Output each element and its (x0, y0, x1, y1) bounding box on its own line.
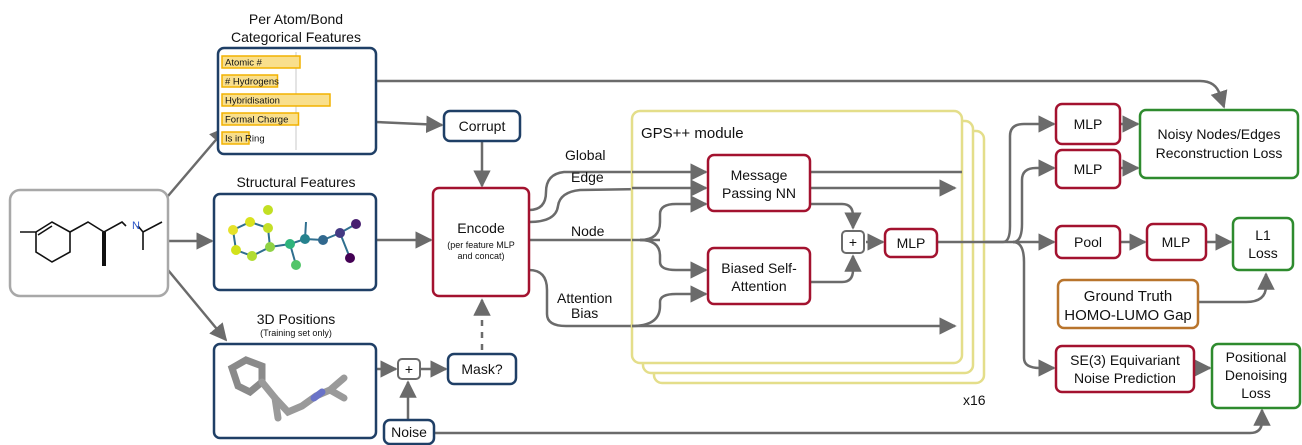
positional-loss-line3: Loss (1241, 385, 1271, 401)
feature-bar (221, 74, 279, 88)
molecule-skeleton (20, 221, 163, 266)
se3-line1: SE(3) Equivariant (1070, 352, 1180, 368)
feature-bar (221, 112, 300, 126)
biased-attention-line2: Attention (731, 278, 786, 294)
corrupt-label: Corrupt (459, 118, 506, 134)
structural-graph (228, 205, 361, 270)
positional-loss-line1: Positional (1226, 349, 1287, 365)
residual-add-symbol: + (849, 234, 857, 250)
nitrogen-label: N (132, 220, 140, 232)
feature-bar (221, 93, 331, 107)
feature-bar-label: Atomic # (225, 58, 263, 69)
add-noise-symbol: + (405, 361, 413, 377)
ground-truth-box (1056, 278, 1200, 330)
molecule-3d-render (227, 356, 348, 422)
edge-head-mlp-box (1054, 148, 1122, 190)
se3-line2: Noise Prediction (1074, 370, 1176, 386)
message-passing-line1: Message (731, 167, 788, 183)
graph-head-mlp-label: MLP (1162, 234, 1191, 250)
residual-add-op (841, 230, 865, 254)
positional-loss-box (1210, 342, 1302, 410)
categorical-title-line1: Per Atom/Bond (249, 11, 343, 27)
module-repeat: x16 (963, 392, 986, 408)
se3-box (1054, 344, 1196, 394)
feature-bar-label: Formal Charge (225, 115, 288, 126)
input-molecule: N (8, 188, 170, 298)
encode-sub2: and concat) (457, 251, 504, 261)
message-passing-line2: Passing NN (722, 185, 796, 201)
pool-box (1054, 224, 1122, 260)
noisy-loss-line2: Reconstruction Loss (1156, 145, 1283, 161)
feature-bar-label: Is in Ring (225, 134, 265, 145)
flow-label-edge: Edge (571, 169, 604, 185)
feature-bar (221, 131, 250, 145)
corrupt-box (442, 109, 522, 143)
feature-bar (221, 55, 301, 69)
noise-box (382, 418, 436, 445)
graph-head-mlp-box (1145, 222, 1208, 262)
module-connectors (631, 163, 1003, 335)
mask-box (446, 352, 518, 386)
module-mlp-box (883, 227, 939, 259)
message-passing-box (706, 153, 812, 213)
encode-box (431, 186, 531, 298)
module-title: GPS++ module (641, 125, 744, 142)
encode-sub1: (per feature MLP (447, 240, 515, 250)
ground-truth-line1: Ground Truth (1084, 288, 1172, 305)
molecule-frame (8, 188, 170, 298)
noisy-loss-line1: Noisy Nodes/Edges (1158, 126, 1281, 142)
module-mlp-label: MLP (897, 235, 926, 251)
feature-bar-label: # Hydrogens (225, 77, 279, 88)
positions-subtitle: (Training set only) (260, 328, 332, 338)
positional-loss-line2: Denoising (1225, 367, 1287, 383)
node-head-mlp-box (1054, 102, 1122, 146)
l1-loss-line2: Loss (1248, 245, 1278, 261)
pool-label: Pool (1074, 234, 1102, 250)
noisy-loss-box (1138, 108, 1300, 180)
flow-label-global: Global (565, 147, 605, 163)
edge-head-mlp-label: MLP (1074, 161, 1103, 177)
flow-label-node: Node (571, 223, 605, 239)
node-head-mlp-label: MLP (1074, 116, 1103, 132)
add-noise-op (397, 358, 421, 380)
flow-label-attention: Attention (557, 290, 612, 306)
mask-label: Mask? (461, 361, 502, 377)
flow-label-bias: Bias (571, 305, 598, 321)
l1-loss-line1: L1 (1255, 227, 1271, 243)
positions-box (212, 342, 378, 440)
l1-loss-box (1231, 216, 1295, 272)
ground-truth-line2: HOMO-LUMO Gap (1064, 307, 1192, 324)
noise-label: Noise (391, 424, 427, 440)
feature-bar-label: Hybridisation (225, 96, 280, 107)
categorical-title-line2: Categorical Features (231, 29, 361, 45)
structural-title: Structural Features (236, 174, 355, 190)
biased-attention-box (706, 246, 812, 306)
biased-attention-line1: Biased Self- (721, 260, 797, 276)
encode-label: Encode (457, 220, 505, 236)
positions-title: 3D Positions (257, 311, 336, 327)
